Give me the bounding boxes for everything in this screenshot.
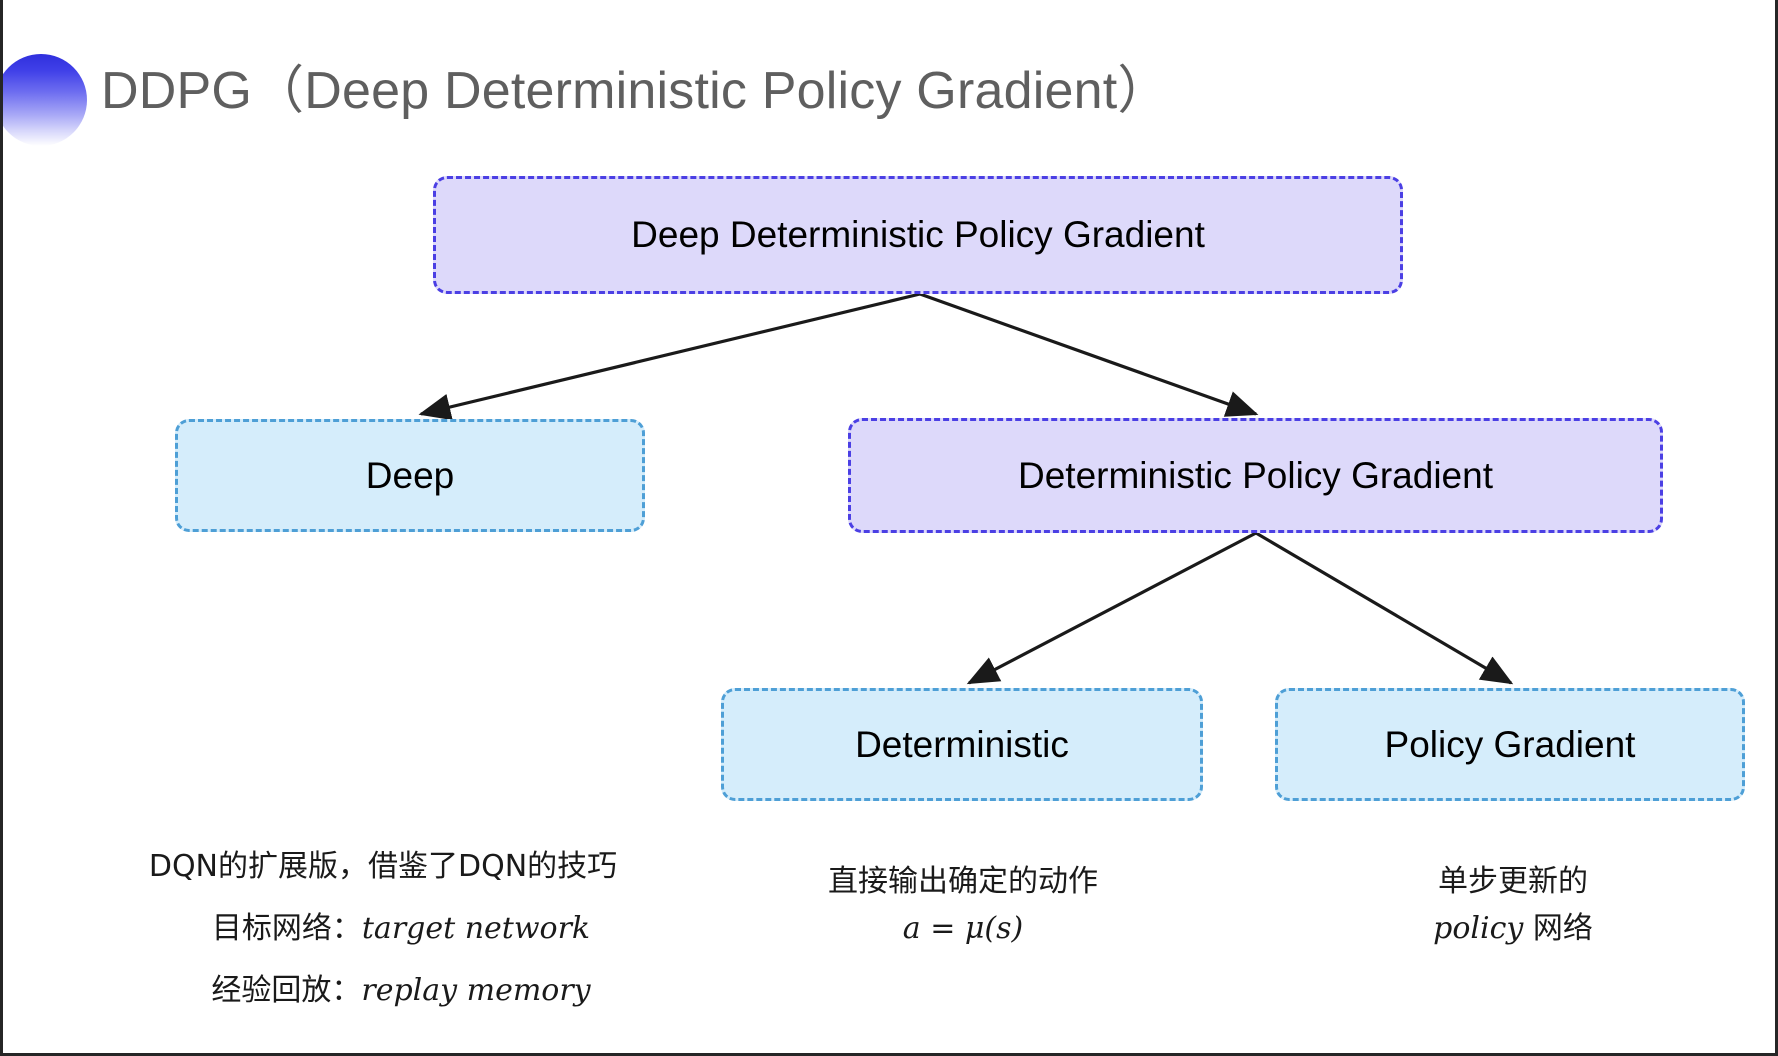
node-deterministic-policy-gradient[interactable]: Deterministic Policy Gradient [848,418,1663,533]
arrow-dpg-to-deterministic [966,531,1257,685]
node-deterministic[interactable]: Deterministic [721,688,1203,801]
annotation-deterministic-line-1: 直接输出确定的动作 [828,864,1098,899]
annotation-policy-gradient-line-2: policy 网络 [1263,905,1763,952]
page-title: DDPG（Deep Deterministic Policy Gradient） [101,62,1170,120]
arrow-root-to-deep [418,292,921,421]
annotation-policy-gradient-term: policy [1433,911,1524,946]
annotation-policy-gradient-label: 网络 [1523,911,1593,946]
annotation-deep-line-3-label: 经验回放： [211,973,362,1008]
node-deep-deterministic-policy-gradient[interactable]: Deep Deterministic Policy Gradient [433,176,1403,294]
annotation-deterministic-formula: a = μ(s) [902,911,1024,946]
annotation-deep-line-2-label: 目标网络： [211,911,362,946]
annotation-deep: DQN的扩展版，借鉴了DQN的技巧 目标网络：target network 经验… [73,836,693,1022]
annotation-deep-line-2: 目标网络：target network [73,898,693,960]
annotation-deep-line-1: DQN的扩展版，借鉴了DQN的技巧 [148,849,618,884]
annotation-deep-line-3: 经验回放：replay memory [73,960,693,1022]
annotation-policy-gradient-line-1: 单步更新的 [1438,864,1588,899]
annotation-policy-gradient: 单步更新的 policy 网络 [1263,858,1763,952]
annotation-deep-line-2-term: target network [361,911,591,946]
arrow-dpg-to-policy-gradient [1255,531,1514,685]
title-decoration-icon [3,54,87,146]
annotation-deterministic: 直接输出确定的动作 a = μ(s) [703,858,1223,952]
node-policy-gradient[interactable]: Policy Gradient [1275,688,1745,801]
annotation-deep-line-3-term: replay memory [361,973,591,1008]
node-deep[interactable]: Deep [175,419,645,532]
arrow-root-to-dpg [919,292,1259,417]
